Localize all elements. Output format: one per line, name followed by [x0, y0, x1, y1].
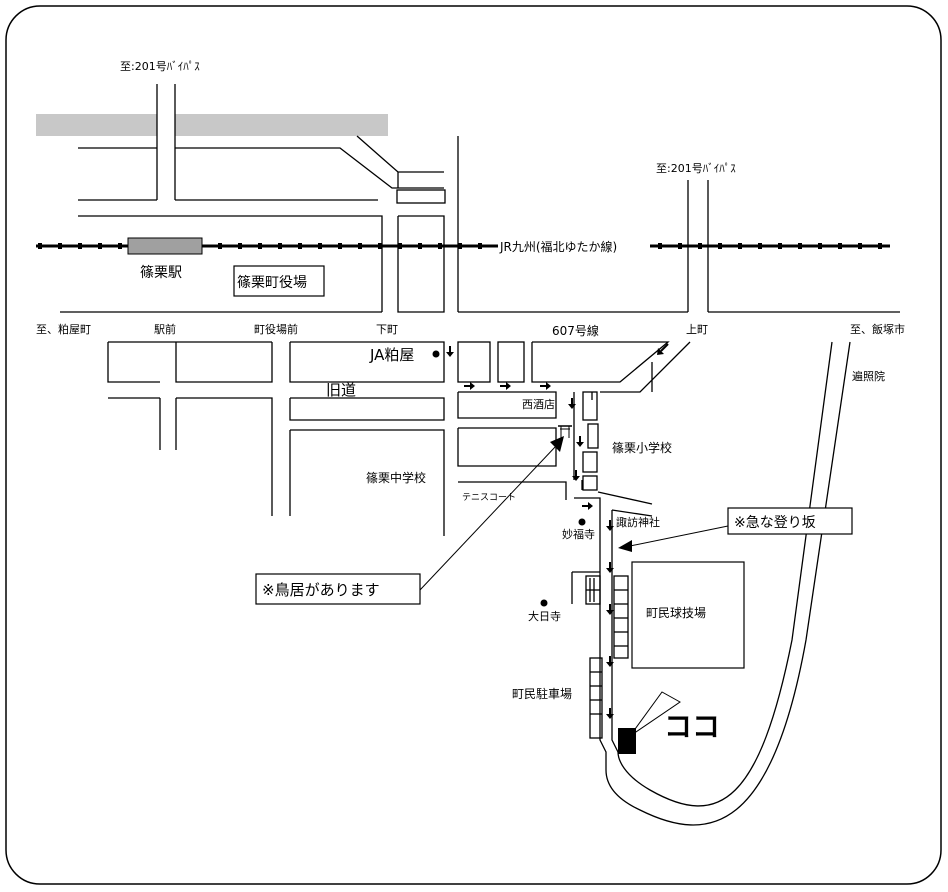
- town-office-box: [233, 265, 325, 297]
- rail-tie: [98, 243, 102, 249]
- rail-tie: [878, 243, 882, 249]
- torii-gate-icon: [558, 425, 572, 438]
- arrow-icon: [500, 382, 511, 390]
- label-to-kasuya: 至、粕屋町: [36, 322, 91, 336]
- direction-arrows: [446, 343, 669, 719]
- arrow-icon: [606, 604, 614, 615]
- label-old-road: 旧道: [326, 381, 356, 399]
- label-myofukuji: 妙福寺: [562, 527, 595, 541]
- rail-tie: [78, 243, 82, 249]
- rail-tie: [418, 243, 422, 249]
- stadium-box: [631, 561, 745, 669]
- label-route607: 607号線: [552, 323, 599, 338]
- rail-tie: [58, 243, 62, 249]
- torii-arrow-icon: [550, 436, 564, 452]
- label-stadium: 町民球技場: [646, 606, 706, 620]
- rail-tie: [38, 243, 42, 249]
- rail-tie: [718, 243, 722, 249]
- arrow-icon: [606, 520, 614, 531]
- label-nishi-saketen: 西酒店: [522, 397, 555, 411]
- rail-tie: [778, 243, 782, 249]
- railway-label: JR九州(福北ゆたか線): [499, 239, 617, 254]
- arrow-icon: [606, 708, 614, 719]
- arrow-icon: [606, 562, 614, 573]
- label-junior-high: 篠栗中学校: [366, 470, 426, 485]
- rail-tie: [238, 243, 242, 249]
- label-tennis: テニスコート: [462, 492, 516, 503]
- arrow-icon: [568, 398, 576, 409]
- rail-tie: [738, 243, 742, 249]
- label-bypass-north-right: 至:201号ﾊﾞｲﾊﾟｽ: [656, 162, 736, 175]
- arrow-icon: [540, 382, 551, 390]
- rail-tie: [118, 243, 122, 249]
- label-kamimachi: 上町: [686, 323, 708, 336]
- label-town-office: 篠栗町役場: [237, 275, 307, 291]
- rail-tie: [478, 243, 482, 249]
- arrow-icon: [606, 656, 614, 667]
- label-suwa: 諏訪神社: [616, 515, 660, 529]
- label-here: ココ: [664, 710, 720, 743]
- label-dainichiji: 大日寺: [528, 609, 561, 623]
- arrow-icon: [576, 436, 584, 447]
- arrow-icon: [582, 502, 593, 510]
- rail-tie: [338, 243, 342, 249]
- rail-tie: [858, 243, 862, 249]
- steep-slope-callout: [727, 507, 853, 535]
- arrow-icon: [657, 343, 669, 355]
- rail-tie: [438, 243, 442, 249]
- arrow-icon: [464, 382, 475, 390]
- rail-tie: [358, 243, 362, 249]
- rail-tie: [218, 243, 222, 249]
- arrow-icon: [446, 346, 454, 357]
- label-bypass-north-left: 至:201号ﾊﾞｲﾊﾟｽ: [120, 60, 200, 73]
- label-henshoin: 遍照院: [852, 369, 885, 383]
- torii-callout: [255, 573, 421, 605]
- myofukuji-marker-icon: [578, 518, 586, 526]
- label-ekimae: 駅前: [154, 322, 176, 336]
- rail-tie: [838, 243, 842, 249]
- rail-tie: [698, 243, 702, 249]
- arrow-icon: [572, 470, 580, 481]
- rail-tie: [378, 243, 382, 249]
- label-ja: JA粕屋: [369, 346, 414, 364]
- rail-tie: [678, 243, 682, 249]
- steep-slope-arrow-icon: [618, 540, 632, 552]
- ja-marker-icon: [432, 350, 440, 358]
- label-yakubamae: 町役場前: [254, 322, 298, 336]
- rail-tie: [298, 243, 302, 249]
- rail-tie: [318, 243, 322, 249]
- gray-band: [36, 114, 388, 136]
- here-pointer: [629, 691, 681, 737]
- label-torii: ※鳥居があります: [262, 581, 380, 599]
- rail-tie: [278, 243, 282, 249]
- rail-tie: [758, 243, 762, 249]
- dainichiji-marker-icon: [540, 599, 548, 607]
- rail-tie: [458, 243, 462, 249]
- label-station: 篠栗駅: [140, 265, 182, 281]
- rail-tie: [258, 243, 262, 249]
- label-parking: 町民駐車場: [512, 686, 572, 701]
- station-marker: [127, 237, 203, 255]
- rail-tie: [398, 243, 402, 249]
- label-steep-slope: ※急な登り坂: [734, 515, 816, 531]
- map-frame: [5, 5, 942, 885]
- label-shimomachi: 下町: [376, 323, 398, 336]
- destination-marker-icon: [618, 728, 636, 754]
- label-elementary: 篠栗小学校: [612, 440, 672, 455]
- rail-tie: [798, 243, 802, 249]
- label-to-iizuka: 至、飯塚市: [850, 322, 905, 336]
- rail-tie: [818, 243, 822, 249]
- rail-tie: [658, 243, 662, 249]
